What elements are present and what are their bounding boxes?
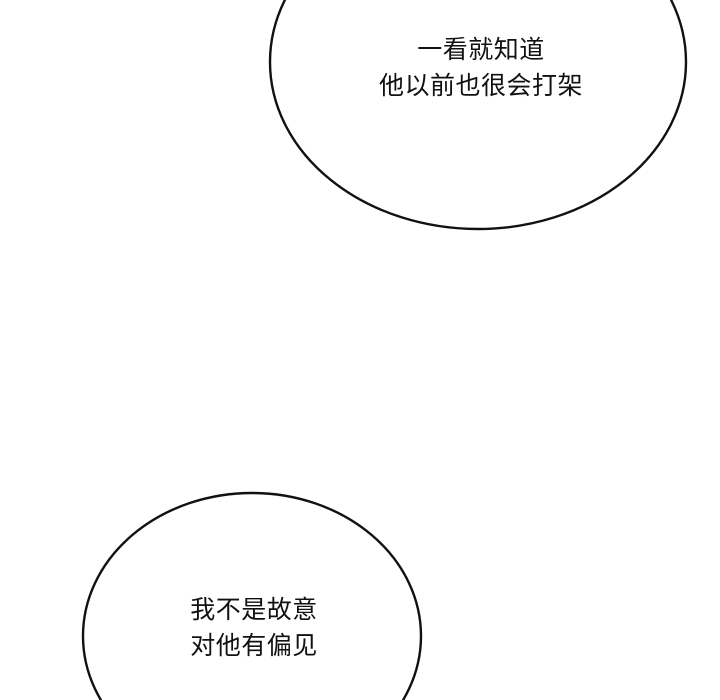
dialogue-line: 我不是故意 (190, 595, 318, 624)
dialogue-line: 他以前也很会打架 (378, 71, 583, 100)
speech-bubble-top (268, 0, 688, 231)
dialogue-line: 对他有偏见 (190, 631, 318, 660)
dialogue-line: 一看就知道 (417, 35, 545, 64)
speech-bubble-bottom (81, 491, 423, 700)
speech-bubble-top-text: 一看就知道 他以前也很会打架 (340, 32, 622, 104)
speech-bubble-bottom-text: 我不是故意 对他有偏见 (150, 592, 358, 664)
